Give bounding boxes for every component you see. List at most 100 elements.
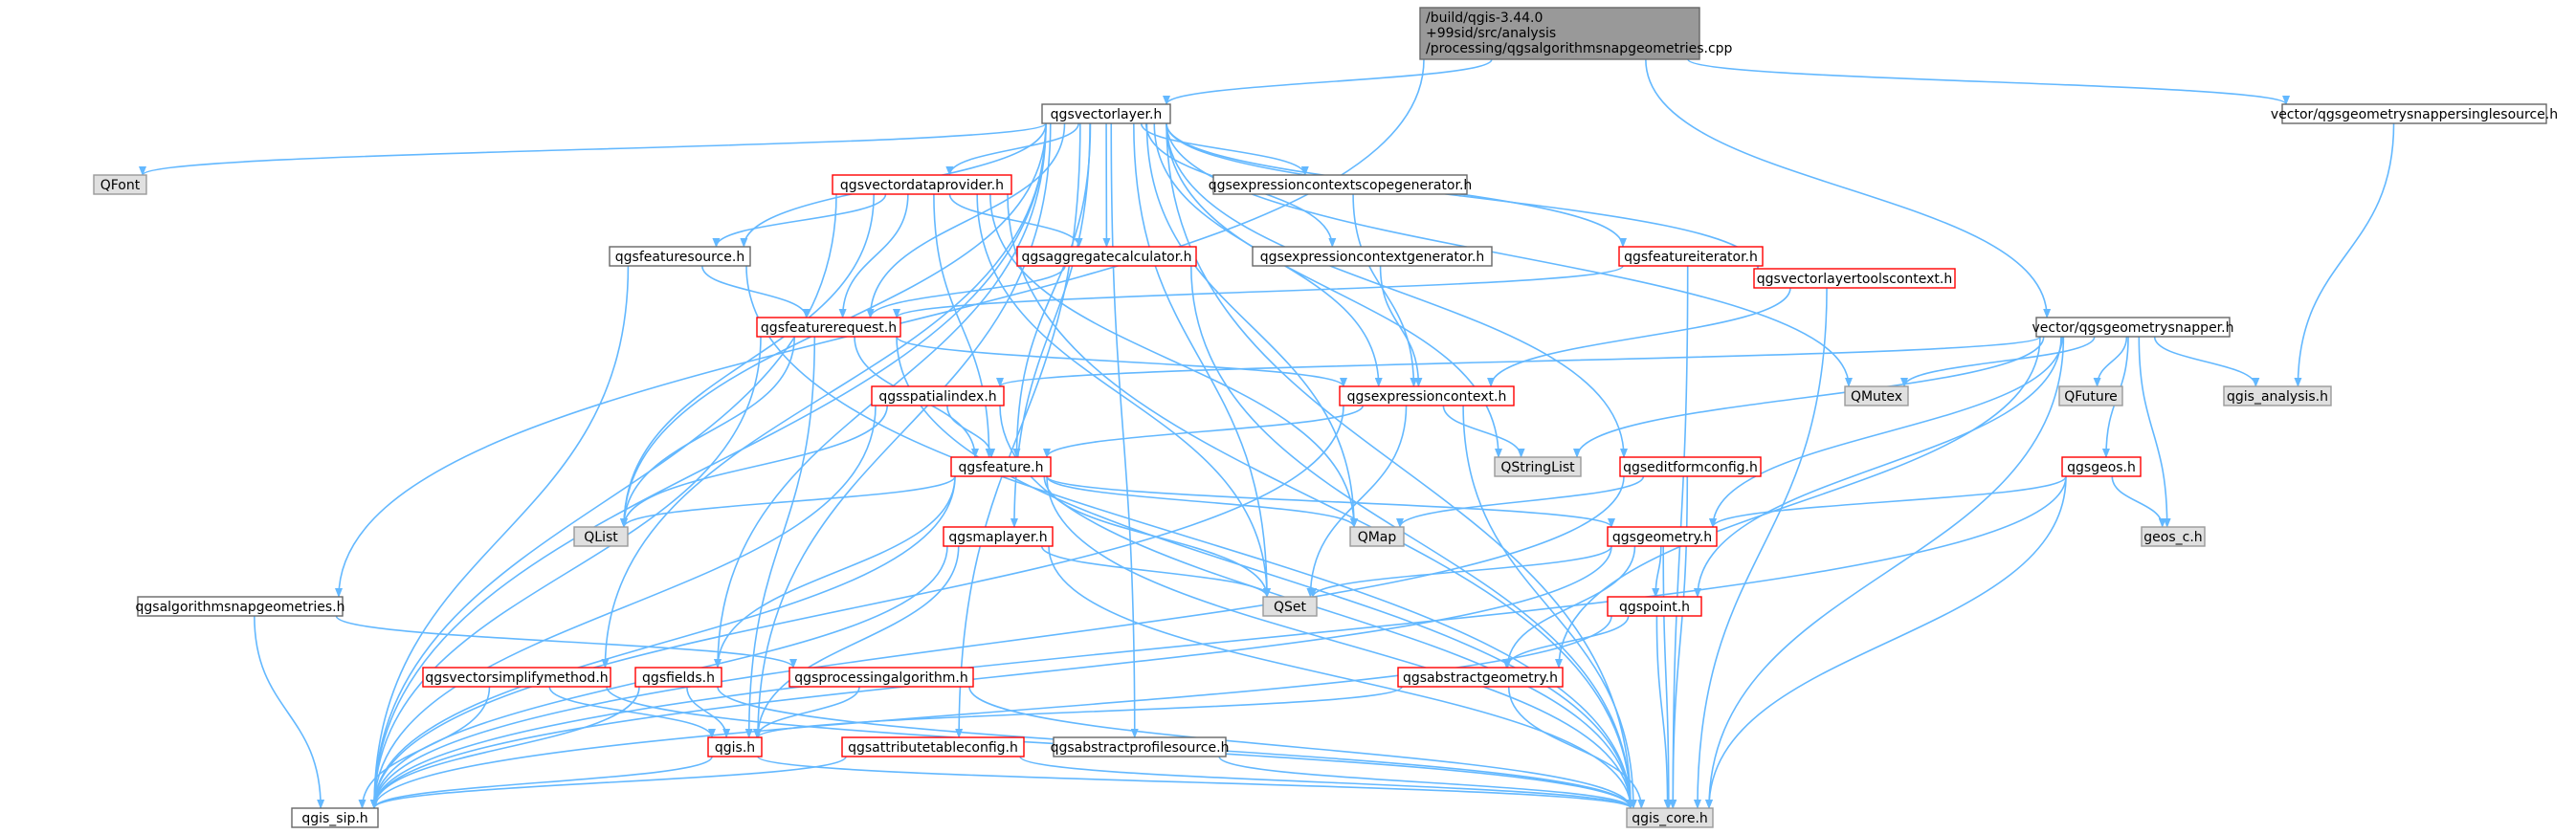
edge-absgeom_h-to-qgis_h [754,686,1403,738]
edge-geomsnapper_h-to-qgsspatialindex_h [996,336,2041,387]
edge-qgsfeaturerequest_h-to-qgis_h [744,336,816,738]
node-qgis-h[interactable]: qgis.h [707,736,763,757]
node-qgsfeaturerequest-h[interactable]: qgsfeaturerequest.h [756,317,901,338]
edge-qgsalgsnap_h-to-procalg_h [335,615,797,669]
node-geomsnapper-h[interactable]: vector/qgsgeometrysnapper.h [2032,317,2234,338]
edge-simplify_h-to-qgis_h [548,686,716,738]
edge-qgsvectorlayer_h-to-qmutex [1166,122,1853,387]
edge-qgsvectordataprovider_h-to-qgsfeature_h [933,193,993,458]
node-label: QList [584,530,618,545]
node-label: QMutex [1851,389,1902,405]
node-qgsgeometry-h[interactable]: qgsgeometry.h [1607,526,1718,547]
node-label: vector/qgsgeometrysnapper.h [2032,320,2234,336]
node-absprofile-h[interactable]: qgsabstractprofilesource.h [1051,736,1230,757]
edge-geomsnapper_h-to-qmutex [1900,336,2096,387]
node-box [950,456,1052,477]
node-attrtable-h[interactable]: qgsattributetableconfig.h [841,736,1025,757]
node-qgspoint-h[interactable]: qgspoint.h [1607,596,1702,617]
node-qgsaggregatecalculator-h[interactable]: qgsaggregatecalculator.h [1016,246,1197,267]
edge-qgsvectorlayer_h-to-qgsmaplayer_h [1010,122,1091,528]
node-qgsmaplayer-h[interactable]: qgsmaplayer.h [943,526,1054,547]
node-qlist[interactable]: QList [573,526,629,547]
edge-qgsfeaturesource_h-to-qgsfeaturerequest_h [701,265,811,318]
edge-qgsfeaturesource_h-to-qgis_core [745,265,1634,809]
edge-root-to-geomsnapper_h [1645,58,2052,318]
node-qgsfeaturesource-h[interactable]: qgsfeaturesource.h [609,246,751,267]
node-qfuture[interactable]: QFuture [2058,385,2123,406]
node-label: geos_c.h [2143,530,2202,545]
edge-qgsmaplayer_h-to-qset [1040,545,1271,598]
node-label: QFont [100,178,141,193]
node-label: qgsvectordataprovider.h [840,178,1004,193]
node-scopegen-h[interactable]: qgsexpressioncontextscopegenerator.h [1209,174,1473,195]
edge-absgeom_h-to-qgis_core [1507,686,1646,809]
node-box [1607,596,1702,617]
node-label: QSet [1274,600,1307,615]
edge-qgsvectorlayer_h-to-toolscontext_h [1166,122,1762,270]
edge-qgsvectordataprovider_h-to-qgsaggregatecalculator_h [948,193,1083,248]
node-qgsspatialindex-h[interactable]: qgsspatialindex.h [871,385,1005,406]
node-qgsfields-h[interactable]: qgsfields.h [634,667,722,688]
edge-qgsvectorlayer_h-to-qgsfeaturerequest_h [866,122,1066,318]
node-qgis-core[interactable]: qgis_core.h [1626,807,1714,828]
node-label: /build/qgis-3.44.0 [1426,11,1543,26]
node-box [1419,7,1700,60]
node-qgsfeatureiterator-h[interactable]: qgsfeatureiterator.h [1618,246,1764,267]
node-qgsfeature-h[interactable]: qgsfeature.h [950,456,1052,477]
node-qgsgeos-h[interactable]: qgsgeos.h [2061,456,2142,477]
node-box [93,174,147,195]
edge-qgsfeature_h-to-qgis_core [1046,475,1634,809]
node-simplify-h[interactable]: qgsvectorsimplifymethod.h [422,667,611,688]
node-box [1626,807,1714,828]
node-label: qgsvectorlayertoolscontext.h [1757,272,1953,287]
node-label: qgsalgorithmsnapgeometries.h [136,600,345,615]
edge-qgspoint_h-to-qgis_sip [370,615,1612,809]
node-qgis-sip[interactable]: qgis_sip.h [291,807,379,828]
node-box [634,667,722,688]
edge-qgsaggregatecalculator_h-to-qgsfeaturerequest_h [866,265,1066,318]
node-toolscontext-h[interactable]: qgsvectorlayertoolscontext.h [1753,268,1956,289]
edge-qgsfeature_h-to-qgis_sip [370,475,956,809]
node-box [1753,268,1956,289]
node-label: qgsexpressioncontext.h [1347,389,1507,405]
node-label: qgsfields.h [642,670,715,686]
node-absgeom-h[interactable]: qgsabstractgeometry.h [1397,667,1564,688]
node-label: qgspoint.h [1619,600,1690,615]
node-layer: /build/qgis-3.44.0+99sid/src/analysis/pr… [93,7,2558,828]
edge-qgsvectorlayer_h-to-scopegen_h [1140,122,1309,176]
node-box [1053,736,1227,757]
edge-qgsexpressioncontext_h-to-qgis_sip [370,405,1344,809]
node-label: qgis_sip.h [301,811,367,826]
edge-geomsnapper_h-to-qgsgeometry_h [1709,336,2063,528]
edge-qgsfeature_h-to-qlist [620,475,956,528]
node-singlesource-h[interactable]: vector/qgsgeometrysnappersinglesource.h [2271,103,2558,124]
node-qgsalgsnap-h[interactable]: qgsalgorithmsnapgeometries.h [136,596,345,617]
node-qmap[interactable]: QMap [1349,526,1405,547]
node-qgseditformconfig-h[interactable]: qgseditformconfig.h [1619,456,1762,477]
node-geos-c[interactable]: geos_c.h [2141,526,2206,547]
edge-geomsnapper_h-to-geos_c [2138,336,2171,528]
edge-qgsvectordataprovider_h-to-qgsfeaturerequest_h [838,193,909,318]
node-box [609,246,751,267]
edge-qgsexpressioncontext_h-to-qgis_core [1462,405,1637,809]
node-label: qgsvectorsimplifymethod.h [425,670,608,686]
node-procalg-h[interactable]: qgsprocessingalgorithm.h [788,667,974,688]
node-qgsvectorlayer-h[interactable]: qgsvectorlayer.h [1041,103,1171,124]
node-qgsvectordataprovider-h[interactable]: qgsvectordataprovider.h [832,174,1012,195]
node-qgsexpressioncontext-h[interactable]: qgsexpressioncontext.h [1339,385,1515,406]
node-qstringlist[interactable]: QStringList [1494,456,1582,477]
edge-qgsexpressioncontext_h-to-qset [1306,405,1408,598]
edge-qgsvectorlayer_h-to-qgis_h [754,122,1052,738]
node-ctxgen-h[interactable]: qgsexpressioncontextgenerator.h [1252,246,1493,267]
node-box [1607,526,1718,547]
node-qfont[interactable]: QFont [93,174,147,195]
node-label: qgsabstractprofilesource.h [1051,740,1230,756]
node-qmutex[interactable]: QMutex [1844,385,1909,406]
node-label: qgseditformconfig.h [1623,460,1758,475]
node-box [2223,385,2332,406]
node-qset[interactable]: QSet [1262,596,1318,617]
node-label: qgsprocessingalgorithm.h [794,670,967,686]
edge-qgis_h-to-qgis_sip [370,756,713,809]
node-root[interactable]: /build/qgis-3.44.0+99sid/src/analysis/pr… [1419,7,1733,60]
node-qgis-analysis[interactable]: qgis_analysis.h [2223,385,2332,406]
